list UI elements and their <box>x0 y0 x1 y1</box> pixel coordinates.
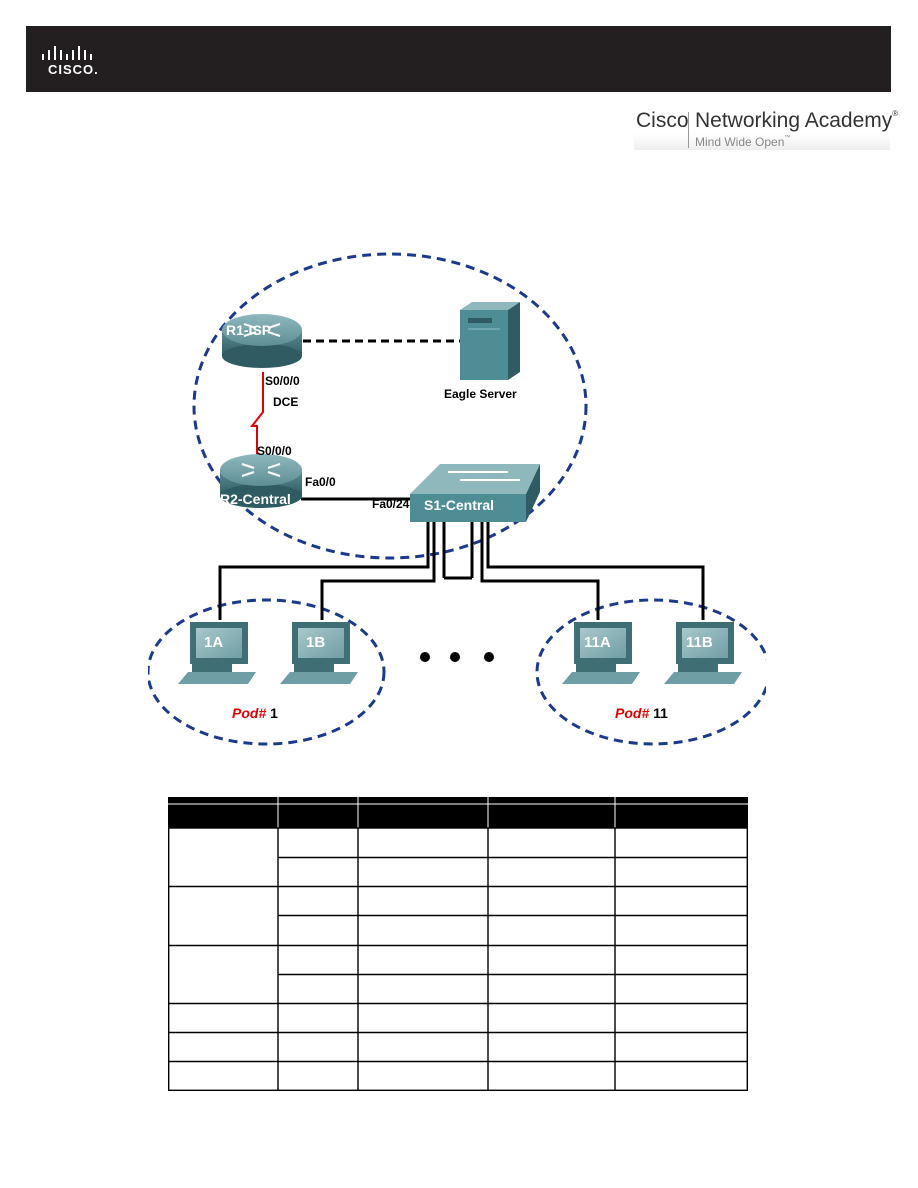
ellipsis-dots-icon <box>420 652 494 662</box>
academy-tagline: Mind Wide Open™ <box>695 135 791 149</box>
cisco-logo-text: CISCO. <box>48 62 99 77</box>
header-bar <box>26 26 891 92</box>
pod-1-boundary <box>148 598 386 746</box>
r1-dce-label: DCE <box>273 395 299 409</box>
r1-serial-label: S0/0/0 <box>265 374 300 388</box>
r2-serial-label: S0/0/0 <box>257 444 292 458</box>
r1-label: R1-ISP <box>226 322 272 338</box>
topology-diagram: R1-ISP R2-Central S1-Central Eagle Serve… <box>148 250 766 748</box>
cisco-logo-bars-icon <box>42 46 92 60</box>
server-icon <box>460 302 520 380</box>
router-r2-icon <box>220 454 302 508</box>
academy-brand: Cisco <box>636 109 689 132</box>
core-boundary <box>192 252 588 560</box>
r2-label: R2-Central <box>220 491 291 507</box>
server-label: Eagle Server <box>444 387 517 401</box>
academy-logo-shade <box>634 134 890 150</box>
pc-1b-icon <box>280 622 358 684</box>
pc-11b-icon <box>664 622 742 684</box>
s1-pc11b-link <box>486 522 705 620</box>
s1-label: S1-Central <box>424 497 495 513</box>
s1-fa-label: Fa0/24 <box>372 497 410 511</box>
s1-pc1a-link <box>218 522 430 620</box>
switch-s1-icon <box>410 464 540 522</box>
addressing-table <box>168 797 748 1091</box>
pc-1a-icon <box>178 622 256 684</box>
academy-divider <box>688 112 689 148</box>
pc-1a-label: 1A <box>204 634 224 651</box>
pc-11a-label: 11A <box>584 634 611 651</box>
pod-1-label: Pod# 1 <box>232 705 278 721</box>
r2-fa-label: Fa0/0 <box>305 475 336 489</box>
pc-11a-icon <box>562 622 640 684</box>
s1-pc11a-link <box>480 522 600 620</box>
s1-pc1b-link <box>320 522 436 620</box>
pc-1b-label: 1B <box>306 634 326 651</box>
academy-name: Networking Academy® <box>695 109 899 132</box>
pc-11b-label: 11B <box>686 634 713 651</box>
topology-svg <box>148 252 766 746</box>
r1-r2-serial-link <box>249 372 264 458</box>
table-header <box>168 797 748 828</box>
pod-11-label: Pod# 11 <box>615 705 668 721</box>
table-body <box>168 827 748 1091</box>
router-r1-icon <box>222 314 302 368</box>
